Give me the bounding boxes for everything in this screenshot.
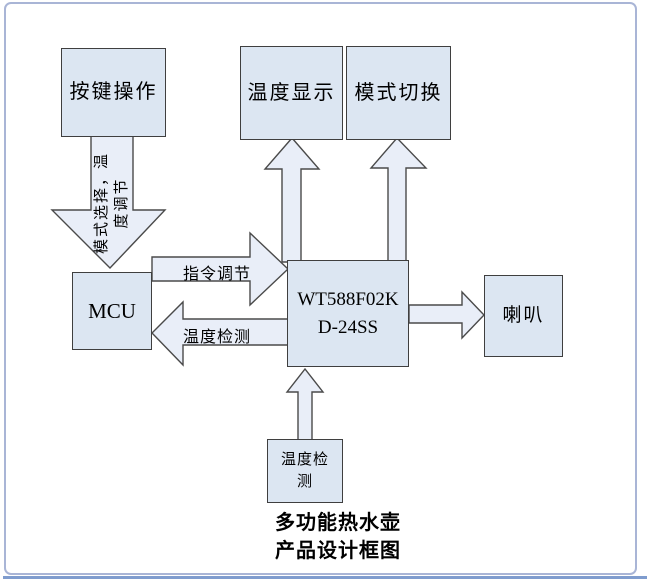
node-temp-display-label: 温度显示: [247, 81, 336, 104]
arrow-chip-to-modeswitch-icon: [369, 136, 428, 263]
node-temp-sensor: 温度检 测: [267, 439, 343, 503]
node-temp-sensor-label-line1: 温度检: [280, 452, 329, 468]
node-voice-chip: WT588F02K D-24SS: [287, 260, 409, 367]
node-temp-display: 温度显示: [240, 46, 343, 140]
node-speaker: 喇叭: [484, 275, 563, 357]
diagram-title: 多功能热水壶 产品设计框图: [238, 509, 438, 565]
arrow-mcu-to-chip-icon: [151, 231, 290, 307]
node-voice-chip-label-line1: WT588F02K: [297, 288, 399, 310]
edge-label-mode-select-line2: 度调节: [114, 177, 130, 229]
arrow-keyops-to-mcu-icon: [50, 135, 167, 270]
image-frame-border: [4, 2, 637, 575]
node-mode-switch-label: 模式切换: [354, 81, 443, 104]
diagram-title-line1: 多功能热水壶: [275, 512, 401, 534]
node-mcu: MCU: [72, 272, 152, 350]
arrow-chip-to-speaker-icon: [408, 290, 485, 340]
diagram-title-line2: 产品设计框图: [275, 540, 401, 562]
node-temp-sensor-label-line2: 测: [296, 474, 313, 490]
node-speaker-label: 喇叭: [502, 305, 545, 327]
edge-label-mode-select: 模式选择，温 度调节: [92, 143, 132, 263]
node-key-operation: 按键操作: [61, 48, 166, 137]
node-key-operation-label: 按键操作: [69, 81, 158, 103]
arrow-sensor-to-chip-icon: [285, 367, 325, 442]
node-mcu-label: MCU: [88, 298, 136, 323]
edge-label-temp-detect: 温度检测: [182, 329, 251, 346]
node-mode-switch: 模式切换: [346, 46, 451, 140]
arrow-chip-to-tempdisplay-icon: [263, 136, 321, 263]
node-voice-chip-label-line2: D-24SS: [317, 316, 379, 338]
arrow-chip-to-mcu-icon: [151, 300, 291, 367]
edge-label-mode-select-line1: 模式选择，温: [94, 152, 110, 255]
bottom-rule-line: [3, 576, 647, 579]
edge-label-command-adjust: 指令调节: [182, 266, 251, 283]
